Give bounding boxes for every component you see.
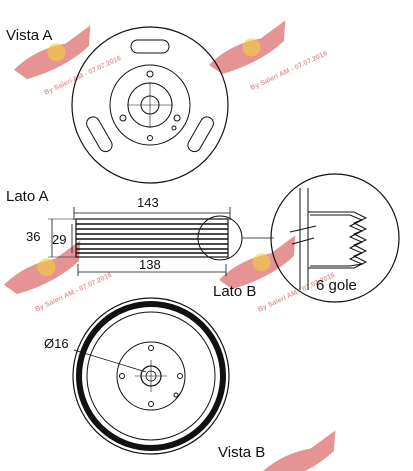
watermark-logo-4: By Saleri AM - 07.07.2016 xyxy=(218,235,336,314)
watermark-logo-5 xyxy=(258,430,336,471)
detail-view-b xyxy=(270,173,400,303)
groove-lines xyxy=(76,223,228,254)
label-side-b: Lato B xyxy=(213,283,256,300)
dim-hub-width: 138 xyxy=(139,257,161,272)
dim-inner-height: 29 xyxy=(52,232,66,247)
dim-outer-width: 143 xyxy=(137,195,159,210)
rear-view-b xyxy=(72,297,230,455)
watermark-logo-3: By Saleri AM - 07.07.2016 xyxy=(3,240,113,313)
label-grooves: 6 gole xyxy=(316,277,357,294)
dim-total-height: 36 xyxy=(26,229,40,244)
label-view-a: Vista A xyxy=(6,27,52,44)
front-view-a xyxy=(71,26,229,184)
dim-bore-diameter: Ø16 xyxy=(44,336,69,351)
label-view-b: Vista B xyxy=(218,444,265,461)
side-view-a xyxy=(48,207,274,276)
label-side-a: Lato A xyxy=(6,188,49,205)
watermark-logo-2: By Saleri AM - 07.07.2016 xyxy=(208,20,329,92)
